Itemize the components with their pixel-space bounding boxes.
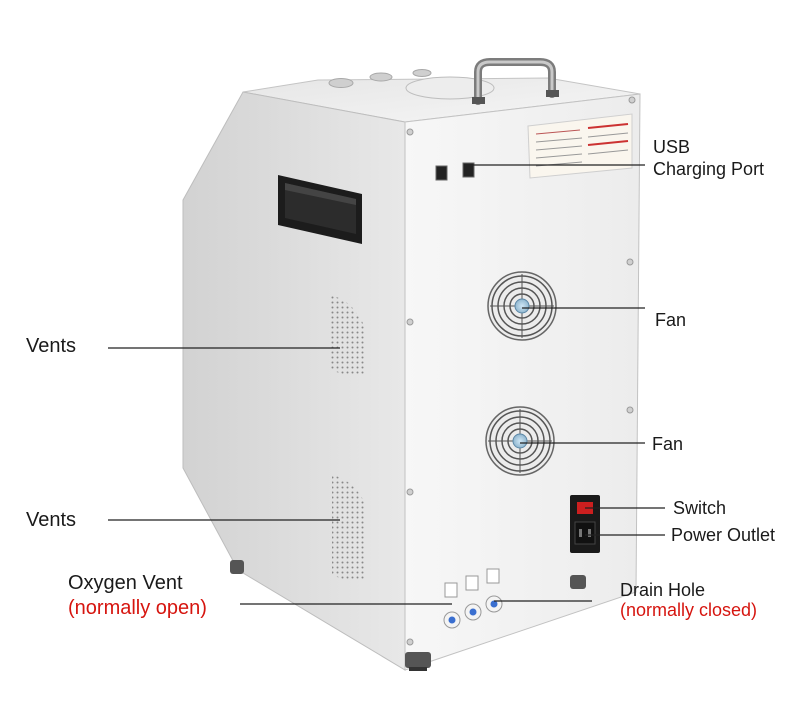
vent-grille-upper <box>330 295 366 376</box>
usb-port <box>435 165 448 181</box>
drain-hole-note: (normally closed) <box>620 600 758 620</box>
power-outlet <box>574 521 596 545</box>
top-knob <box>369 72 393 82</box>
fan-bottom <box>485 406 555 476</box>
fan-top-label: Fan <box>655 310 687 330</box>
usb-port <box>462 162 475 178</box>
drain-hole-label: Drain Hole <box>620 580 706 600</box>
usb-label-line1: USB <box>653 137 691 157</box>
switch-label: Switch <box>673 498 727 518</box>
oxygen-vent-fitting <box>443 611 461 629</box>
wheel <box>230 560 244 574</box>
valve-tags <box>444 568 500 598</box>
carry-handle <box>472 58 559 105</box>
wheel <box>405 652 431 671</box>
drain-hole-fitting <box>485 595 503 613</box>
fan-bottom-label: Fan <box>652 434 684 454</box>
usb-label-line2: Charging Port <box>653 159 765 179</box>
top-cap <box>405 76 495 100</box>
fan-top <box>487 271 557 341</box>
vents-upper-label: Vents <box>26 335 77 357</box>
warning-label <box>527 113 633 179</box>
power-outlet-label: Power Outlet <box>671 525 776 545</box>
vent-grille-lower <box>332 475 366 582</box>
top-knob <box>328 78 354 88</box>
vents-lower-label: Vents <box>26 509 77 531</box>
wheel <box>570 575 586 589</box>
top-knob <box>412 69 432 77</box>
side-handle-slot <box>278 175 362 244</box>
middle-fitting <box>464 603 482 621</box>
power-module <box>570 495 600 553</box>
oxygen-vent-note: (normally open) <box>68 597 207 619</box>
oxygen-vent-label: Oxygen Vent <box>68 572 183 594</box>
